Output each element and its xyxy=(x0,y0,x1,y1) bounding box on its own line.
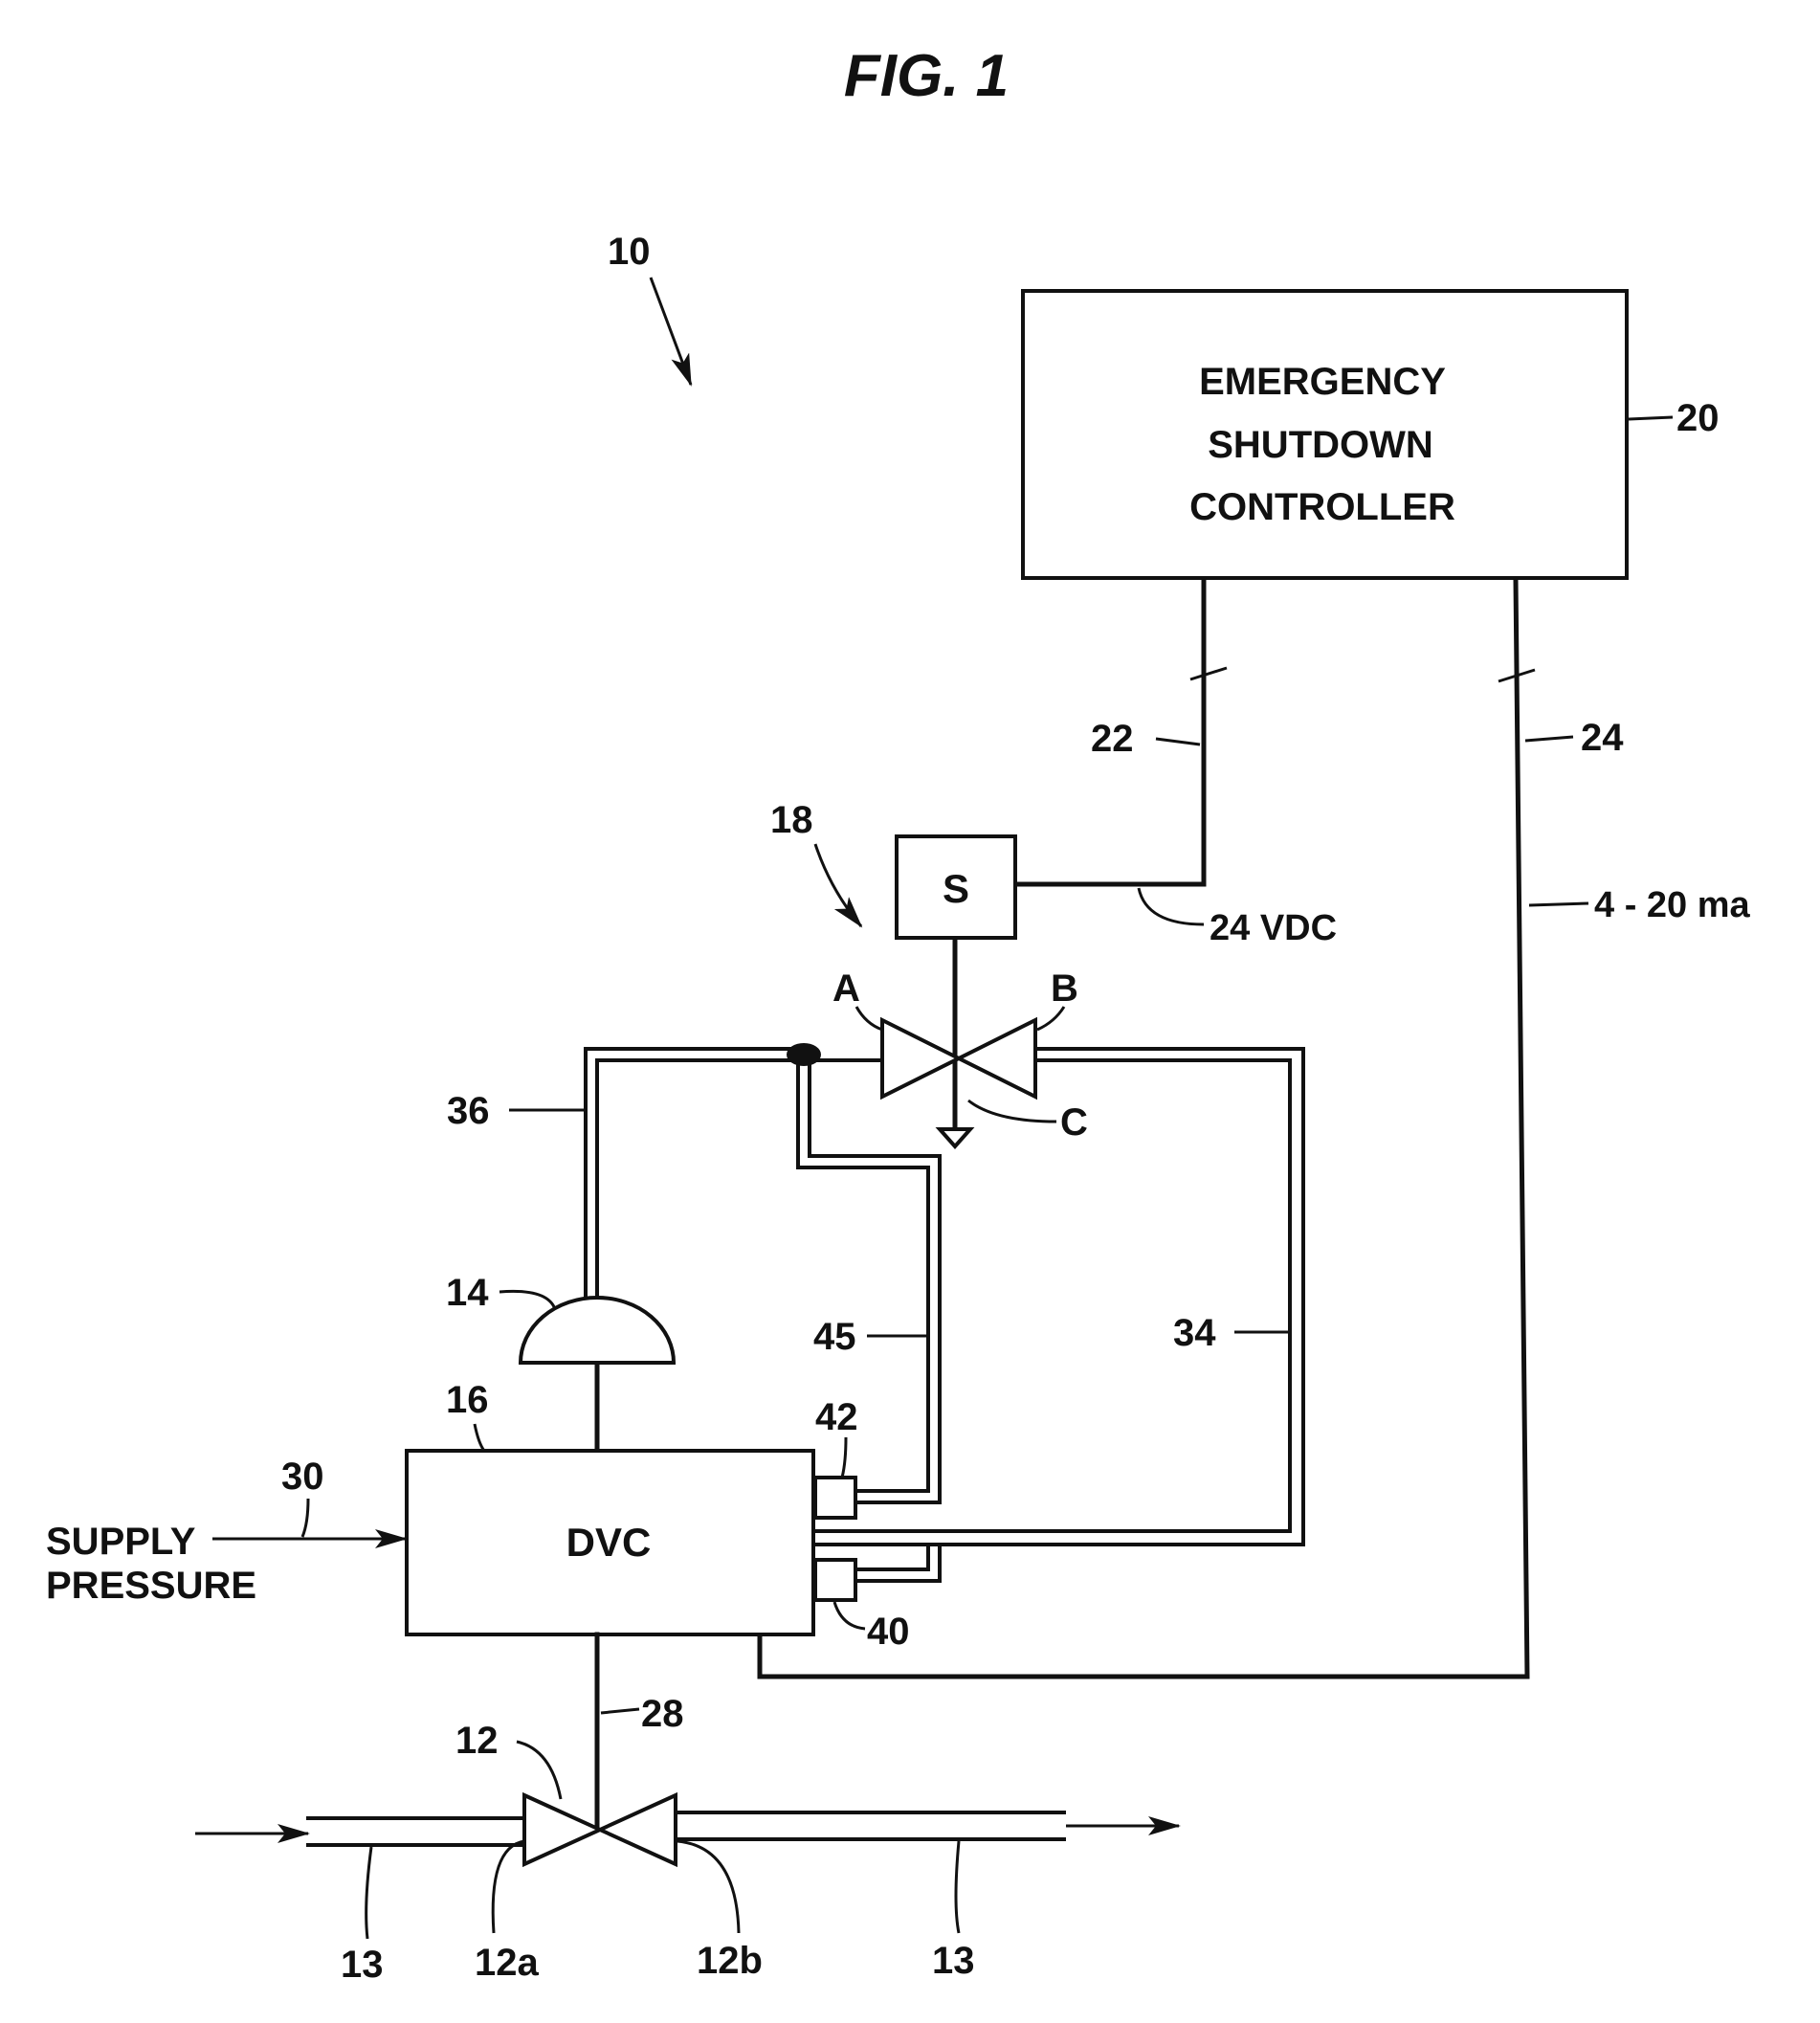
port-c-label: C xyxy=(1060,1101,1088,1144)
figure-title: FIG. 1 xyxy=(844,43,1009,109)
ref-13a-leader xyxy=(366,1847,371,1939)
ref-10: 10 xyxy=(608,231,651,273)
solenoid-valve xyxy=(882,1020,1035,1146)
ref-16: 16 xyxy=(446,1379,489,1421)
ref-18-arrow xyxy=(815,844,861,926)
ref-34: 34 xyxy=(1173,1312,1216,1354)
ma-leader xyxy=(1529,903,1588,905)
ref-12a-leader xyxy=(493,1841,524,1933)
ref-16-leader xyxy=(475,1424,484,1451)
process-pipe-outlet xyxy=(676,1812,1066,1839)
line-24-4-20ma xyxy=(760,580,1527,1677)
ref-36: 36 xyxy=(447,1090,490,1132)
actuator-14 xyxy=(521,1298,674,1363)
ref-13b: 13 xyxy=(932,1940,975,1982)
solenoid: S xyxy=(897,836,1015,938)
ref-12a: 12a xyxy=(475,1942,539,1984)
esd-label-line1: EMERGENCY xyxy=(1199,361,1446,403)
ref-40: 40 xyxy=(867,1611,910,1653)
ref-12b: 12b xyxy=(697,1940,763,1982)
junction-dot xyxy=(787,1043,821,1066)
ref-14-leader xyxy=(499,1291,555,1309)
supply-label-line2: PRESSURE xyxy=(46,1565,256,1607)
ref-45: 45 xyxy=(813,1316,856,1358)
ref-12: 12 xyxy=(455,1720,499,1762)
ref-20: 20 xyxy=(1676,397,1720,439)
ref-12b-leader xyxy=(677,1841,739,1933)
ref-14: 14 xyxy=(446,1272,489,1314)
ref-22: 22 xyxy=(1091,718,1134,760)
ref-42-leader xyxy=(842,1437,846,1478)
process-pipe-inlet xyxy=(306,1818,524,1845)
supply-label-line1: SUPPLY xyxy=(46,1521,196,1563)
ref-22-leader xyxy=(1156,739,1200,745)
ref-18: 18 xyxy=(770,799,813,841)
port-b-leader xyxy=(1037,1007,1064,1030)
line-22-slash xyxy=(1190,668,1227,679)
ref-40-leader xyxy=(834,1602,865,1629)
port-c-leader xyxy=(968,1100,1056,1122)
ref-12-leader xyxy=(517,1742,561,1799)
ref-30: 30 xyxy=(281,1456,324,1498)
port-40-connection xyxy=(855,1546,940,1581)
pneumatic-line-34 xyxy=(813,1049,1303,1545)
esd-label-line2: SHUTDOWN xyxy=(1208,424,1433,466)
ref-10-arrow xyxy=(651,278,691,385)
ref-30-leader xyxy=(302,1499,308,1537)
pneumatic-line-36 xyxy=(586,1049,882,1298)
vdc-leader xyxy=(1139,888,1204,924)
emergency-shutdown-controller: EMERGENCY SHUTDOWN CONTROLLER xyxy=(1023,291,1627,578)
port-a-label: A xyxy=(832,967,860,1010)
ref-13a: 13 xyxy=(341,1944,384,1986)
main-valve-12 xyxy=(524,1795,676,1864)
port-40 xyxy=(815,1560,855,1600)
ref-28: 28 xyxy=(641,1693,684,1735)
dvc-label: DVC xyxy=(566,1520,652,1565)
esd-label-line3: CONTROLLER xyxy=(1189,486,1455,528)
vdc-label: 24 VDC xyxy=(1210,908,1337,948)
port-42 xyxy=(815,1478,855,1518)
ref-28-leader xyxy=(601,1709,639,1713)
dvc-controller: DVC xyxy=(407,1451,813,1634)
ref-13b-leader xyxy=(956,1841,959,1933)
solenoid-label: S xyxy=(943,866,969,911)
port-b-label: B xyxy=(1051,967,1078,1010)
ref-20-leader xyxy=(1629,417,1673,419)
port-a-leader xyxy=(856,1007,882,1030)
ref-42: 42 xyxy=(815,1396,858,1438)
ref-24-leader xyxy=(1525,737,1573,741)
ref-24: 24 xyxy=(1581,717,1624,759)
ma-label: 4 - 20 ma xyxy=(1594,885,1751,925)
